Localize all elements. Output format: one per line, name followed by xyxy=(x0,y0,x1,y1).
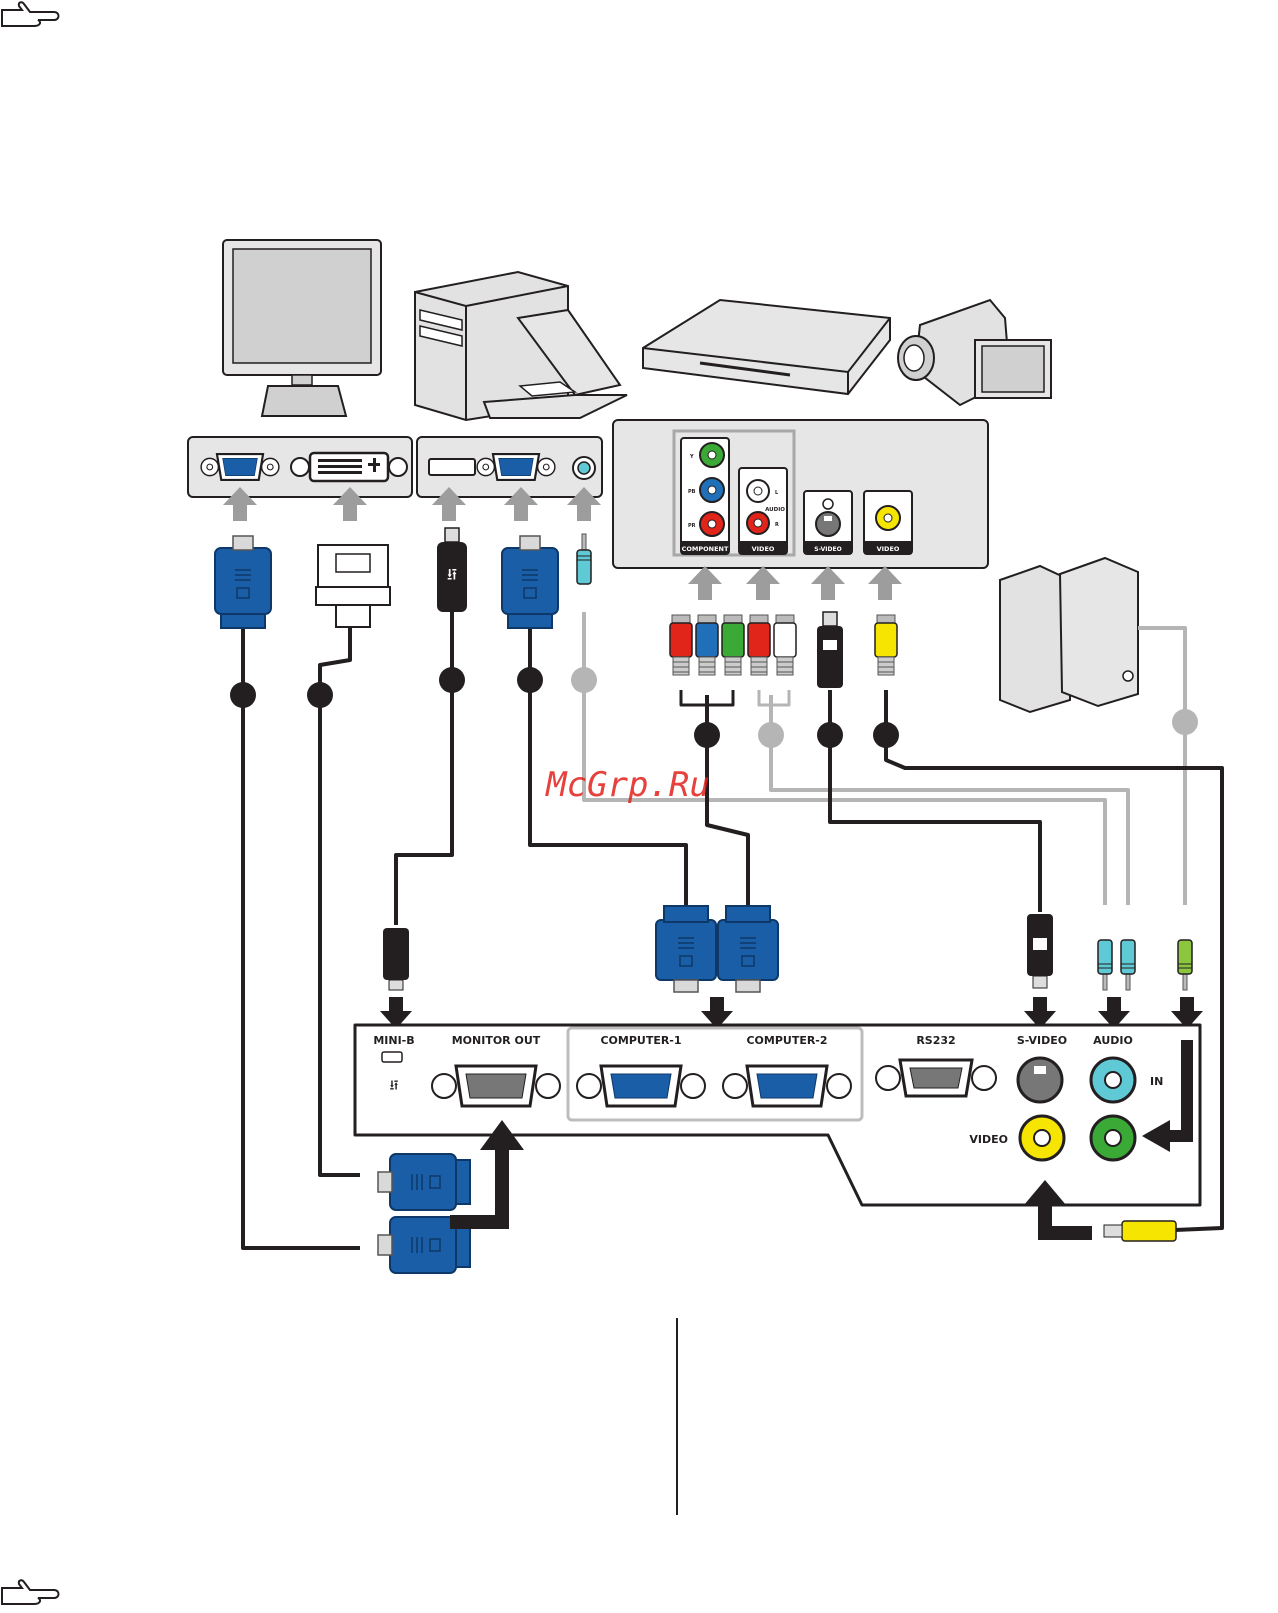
note-pointing-hand-icon xyxy=(2,2,59,26)
rs232-label: RS232 xyxy=(916,1034,955,1047)
upload-arrow xyxy=(688,566,722,600)
av-source-panel: COMPONENT Y PB PR VIDEO AUDIO L R S-VIDE… xyxy=(613,420,988,568)
component-y-label: Y xyxy=(689,454,694,460)
note-pointing-hand-icon xyxy=(2,1580,59,1604)
svideo-source-label: S-VIDEO xyxy=(814,546,841,553)
video-group-label: VIDEO xyxy=(752,545,775,553)
monitor-icon xyxy=(223,240,381,416)
svideo-projector-plug xyxy=(1027,914,1053,988)
watermark: McGrp.Ru xyxy=(545,765,710,805)
component-plugs xyxy=(670,615,897,675)
computer-port-panel xyxy=(417,437,602,497)
audio-cable-plug xyxy=(577,534,591,584)
monitor-out-label: MONITOR OUT xyxy=(452,1034,541,1047)
composite-video-plug xyxy=(1104,1221,1176,1241)
svideo-port xyxy=(1018,1058,1062,1102)
vga-cable-plug xyxy=(502,536,558,628)
audio-source-label: AUDIO xyxy=(765,507,785,513)
mini-b-label: MINI-B xyxy=(373,1034,414,1047)
svideo-label: S-VIDEO xyxy=(1017,1034,1067,1047)
usb-cable-plug: ⭿ xyxy=(437,528,467,612)
upload-arrow xyxy=(811,566,845,600)
mini-usb-icon xyxy=(382,1052,402,1062)
mini-usb-plug xyxy=(383,928,409,990)
composite-source-label: VIDEO xyxy=(877,545,900,553)
speakers-icon xyxy=(1000,558,1138,712)
vga-plug-computer-2 xyxy=(718,906,778,992)
dvd-player-icon xyxy=(643,300,890,394)
audio-r-label: R xyxy=(775,522,779,528)
upload-arrow xyxy=(746,566,780,600)
audio-projector-plugs xyxy=(1098,940,1192,990)
vga-cable-plug xyxy=(215,536,271,628)
computer-2-label: COMPUTER-2 xyxy=(746,1034,827,1047)
usb-icon: ⭿ xyxy=(389,1078,398,1094)
component-pr-label: PR xyxy=(688,523,696,529)
audio-in-label: IN xyxy=(1150,1075,1163,1088)
vga-plug-computer-1 xyxy=(656,906,716,992)
usb-icon: ⭿ xyxy=(447,565,457,584)
computer-1-label: COMPUTER-1 xyxy=(600,1034,681,1047)
svideo-cable-plug xyxy=(817,612,843,688)
component-pb-label: PB xyxy=(688,489,696,495)
projector-io-panel: MINI-B ⭿ MONITOR OUT COMPUTER-1 COMPUTER… xyxy=(355,1025,1200,1205)
vga-plugs-monitor-out xyxy=(378,1154,470,1273)
video-label: VIDEO xyxy=(969,1133,1008,1146)
audio-label: AUDIO xyxy=(1093,1034,1133,1047)
upload-arrow xyxy=(868,566,902,600)
camcorder-icon xyxy=(898,300,1051,405)
dvi-cable-plug xyxy=(316,545,390,627)
component-label: COMPONENT xyxy=(682,545,729,553)
monitor-port-panel xyxy=(188,437,412,497)
